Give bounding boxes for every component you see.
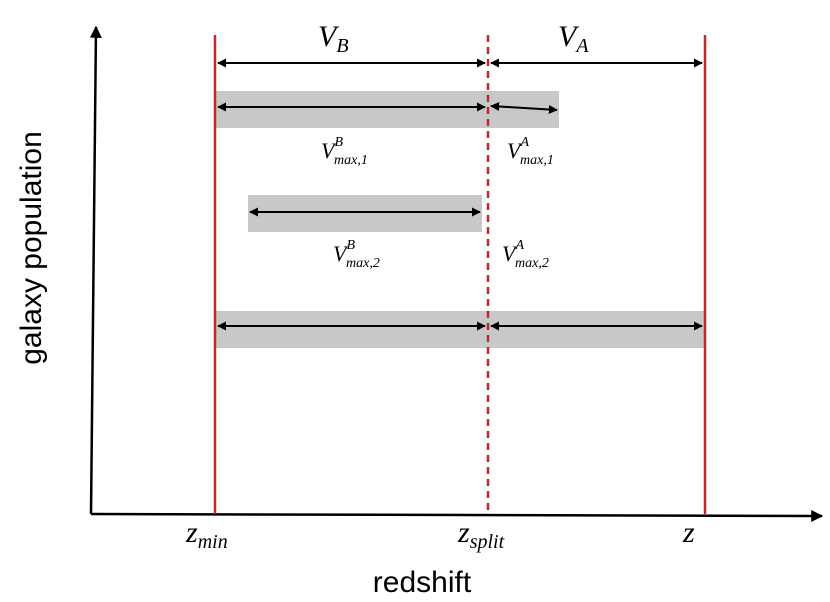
galaxy-1-range-bar bbox=[216, 91, 559, 128]
z-split-tick-label: zsplit bbox=[457, 516, 505, 553]
v-b-label: VB bbox=[318, 20, 349, 57]
x-axis-title: redshift bbox=[373, 566, 472, 599]
z-min-tick-label: zmin bbox=[185, 516, 228, 553]
x-axis bbox=[90, 509, 824, 522]
z-tick-label: z bbox=[682, 516, 695, 549]
galaxy-1-a-arrow bbox=[490, 101, 558, 115]
v-a-label: VA bbox=[558, 20, 589, 57]
galaxy-2-range-bar bbox=[248, 195, 482, 232]
y-axis-title: galaxy population bbox=[15, 131, 48, 365]
galaxy-3-range-bar bbox=[216, 311, 705, 348]
y-axis bbox=[89, 25, 102, 515]
